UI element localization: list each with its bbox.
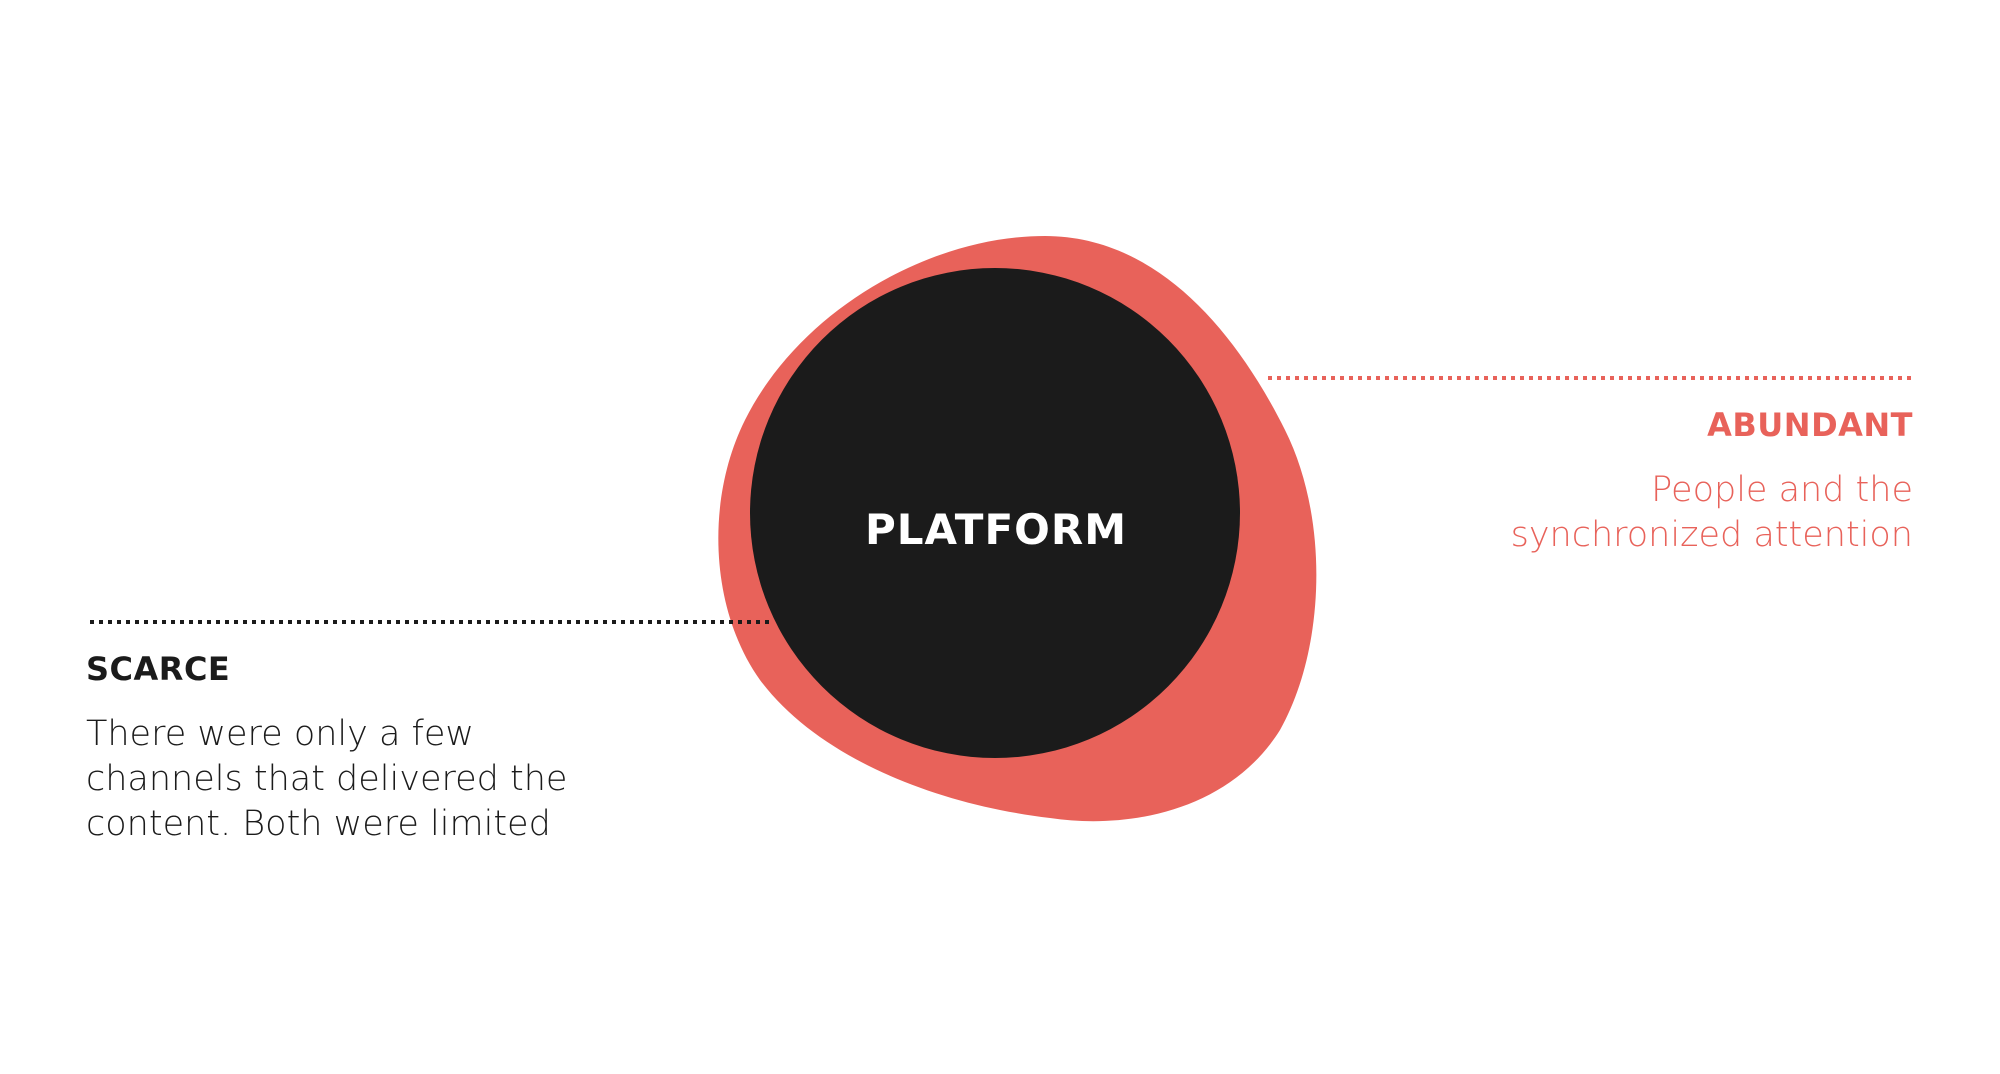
abundant-description: People and the synchronized attention xyxy=(1510,470,1913,555)
scarce-description: There were only a few channels that deli… xyxy=(86,714,568,844)
abundant-title: ABUNDANT xyxy=(1707,406,1913,444)
inner-circle xyxy=(750,268,1240,758)
platform-label: PLATFORM xyxy=(865,505,1127,554)
scarce-title: SCARCE xyxy=(86,650,231,688)
